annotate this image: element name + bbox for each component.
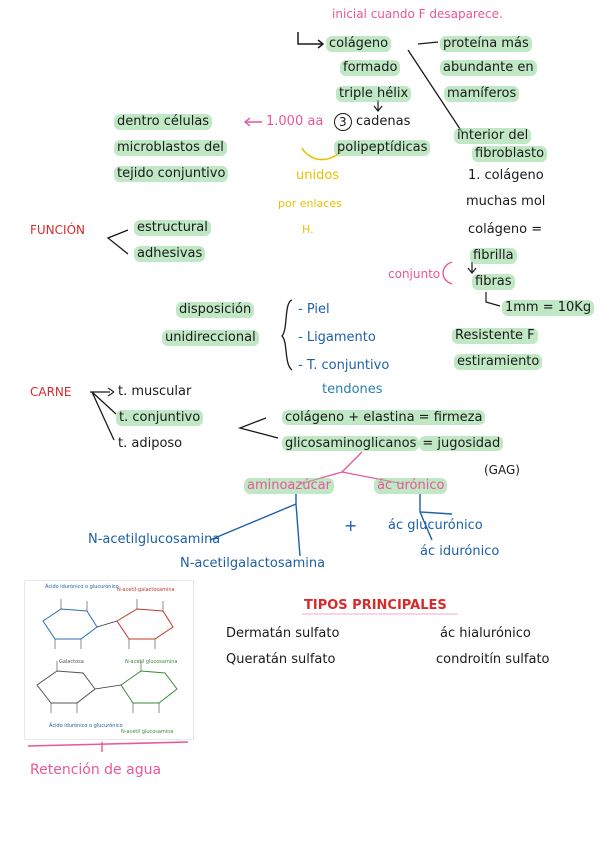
plus-sign: + bbox=[344, 516, 358, 535]
fibroblasto-label: fibroblasto bbox=[472, 146, 548, 162]
piel-item: - Piel bbox=[298, 302, 330, 317]
resistente-label: Resistente F bbox=[452, 328, 538, 344]
fibrilla-label: fibrilla bbox=[470, 248, 517, 264]
unidireccional-label: unidireccional bbox=[162, 330, 259, 346]
disposicion-label: disposición bbox=[176, 302, 255, 318]
fig-label-tl: Ácido idurónico o glucurónico bbox=[45, 584, 119, 590]
estiramiento-label: estiramiento bbox=[454, 354, 543, 370]
tendones-label: tendones bbox=[322, 382, 383, 397]
n-acetilglucosamina-label: N-acetilglucosamina bbox=[88, 532, 221, 547]
aminoazucar-label: aminoazúcar bbox=[244, 478, 334, 494]
fig-label-mr: N-acetil glucosamina bbox=[125, 659, 178, 665]
por-enlaces-label: por enlaces bbox=[278, 197, 342, 210]
interior-label: interior del bbox=[454, 128, 532, 144]
n-acetilgalactosamina-label: N-acetilgalactosamina bbox=[180, 556, 326, 571]
mm-kg-label: 1mm = 10Kg bbox=[502, 300, 595, 316]
sugar-rings-drawing bbox=[36, 599, 178, 713]
polipeptidicas-label: polipeptídicas bbox=[334, 140, 431, 156]
jugosidad-text: = jugosidad bbox=[419, 436, 504, 451]
h-label: H. bbox=[302, 223, 314, 236]
gag-label: (GAG) bbox=[484, 463, 520, 477]
carne-heading: CARNE bbox=[30, 385, 72, 399]
queratan-item: Queratán sulfato bbox=[226, 652, 336, 667]
abundante-label: abundante en bbox=[440, 60, 537, 76]
hialuronico-item: ác hialurónico bbox=[440, 626, 531, 641]
conjunto-label: conjunto bbox=[388, 267, 441, 281]
tejido-label: tejido conjuntivo bbox=[114, 166, 229, 182]
fig-label-ml: Galactosa bbox=[59, 659, 84, 665]
proteina-label: proteína más bbox=[440, 36, 532, 52]
fig-label-bl: Ácido idurónico o glucurónico bbox=[49, 723, 123, 729]
retencion-label: Retención de agua bbox=[30, 762, 162, 778]
adiposo-item: t. adiposo bbox=[118, 436, 183, 451]
uno-colageno-label: 1. colágeno bbox=[468, 168, 544, 183]
microblastos-label: microblastos del bbox=[114, 140, 227, 156]
mamiferos-label: mamíferos bbox=[444, 86, 520, 102]
fig-label-tr: N-acetil-galactosamina bbox=[117, 587, 175, 593]
condroitin-item: condroitín sulfato bbox=[436, 652, 550, 667]
dermatan-item: Dermatán sulfato bbox=[226, 626, 340, 641]
ligamento-item: - Ligamento bbox=[298, 330, 376, 345]
colageno-eq-label: colágeno = bbox=[468, 222, 543, 237]
ac-iduronico-label: ác idurónico bbox=[420, 544, 500, 559]
fibras-label: fibras bbox=[472, 274, 515, 290]
colageno-label: colágeno bbox=[326, 36, 392, 52]
fig-label-br: N-acetil glucosamina bbox=[121, 729, 174, 735]
firmeza-text: colágeno + elastina = firmeza bbox=[282, 410, 486, 425]
t-conjuntivo-item: - T. conjuntivo bbox=[298, 358, 390, 373]
funcion-heading: FUNCIÓN bbox=[30, 223, 86, 237]
ac-uronico-label: ác urónico bbox=[374, 478, 448, 494]
dentro-label: dentro células bbox=[114, 114, 213, 130]
muscular-item: t. muscular bbox=[118, 384, 192, 399]
ac-glucuronico-label: ác glucurónico bbox=[388, 518, 483, 533]
gag-structure-figure: Ácido idurónico o glucurónico N-acetil-g… bbox=[24, 580, 194, 740]
adhesivas-label: adhesivas bbox=[134, 246, 206, 262]
muchas-mol-label: muchas mol bbox=[466, 194, 546, 209]
three-circle bbox=[334, 113, 352, 131]
glicosaminoglicanos-text: glicosaminoglicanos bbox=[282, 436, 420, 451]
formado-label: formado bbox=[340, 60, 401, 76]
firmeza-equation: colágeno + elastina = firmeza bbox=[282, 410, 486, 426]
unidos-label: unidos bbox=[296, 168, 340, 183]
estructural-label: estructural bbox=[134, 220, 211, 236]
conjuntivo-item: t. conjuntivo bbox=[116, 410, 204, 426]
tipos-title: TIPOS PRINCIPALES bbox=[304, 598, 447, 613]
three-number: 3 bbox=[339, 115, 347, 129]
jugosidad-equation: glicosaminoglicanos= jugosidad bbox=[282, 436, 504, 452]
triple-helice-label: triple hélix bbox=[336, 86, 412, 102]
cadenas-label: cadenas bbox=[356, 114, 411, 129]
aa-count-label: 1.000 aa bbox=[266, 114, 324, 129]
top-note: inicial cuando F desaparece. bbox=[332, 7, 503, 21]
